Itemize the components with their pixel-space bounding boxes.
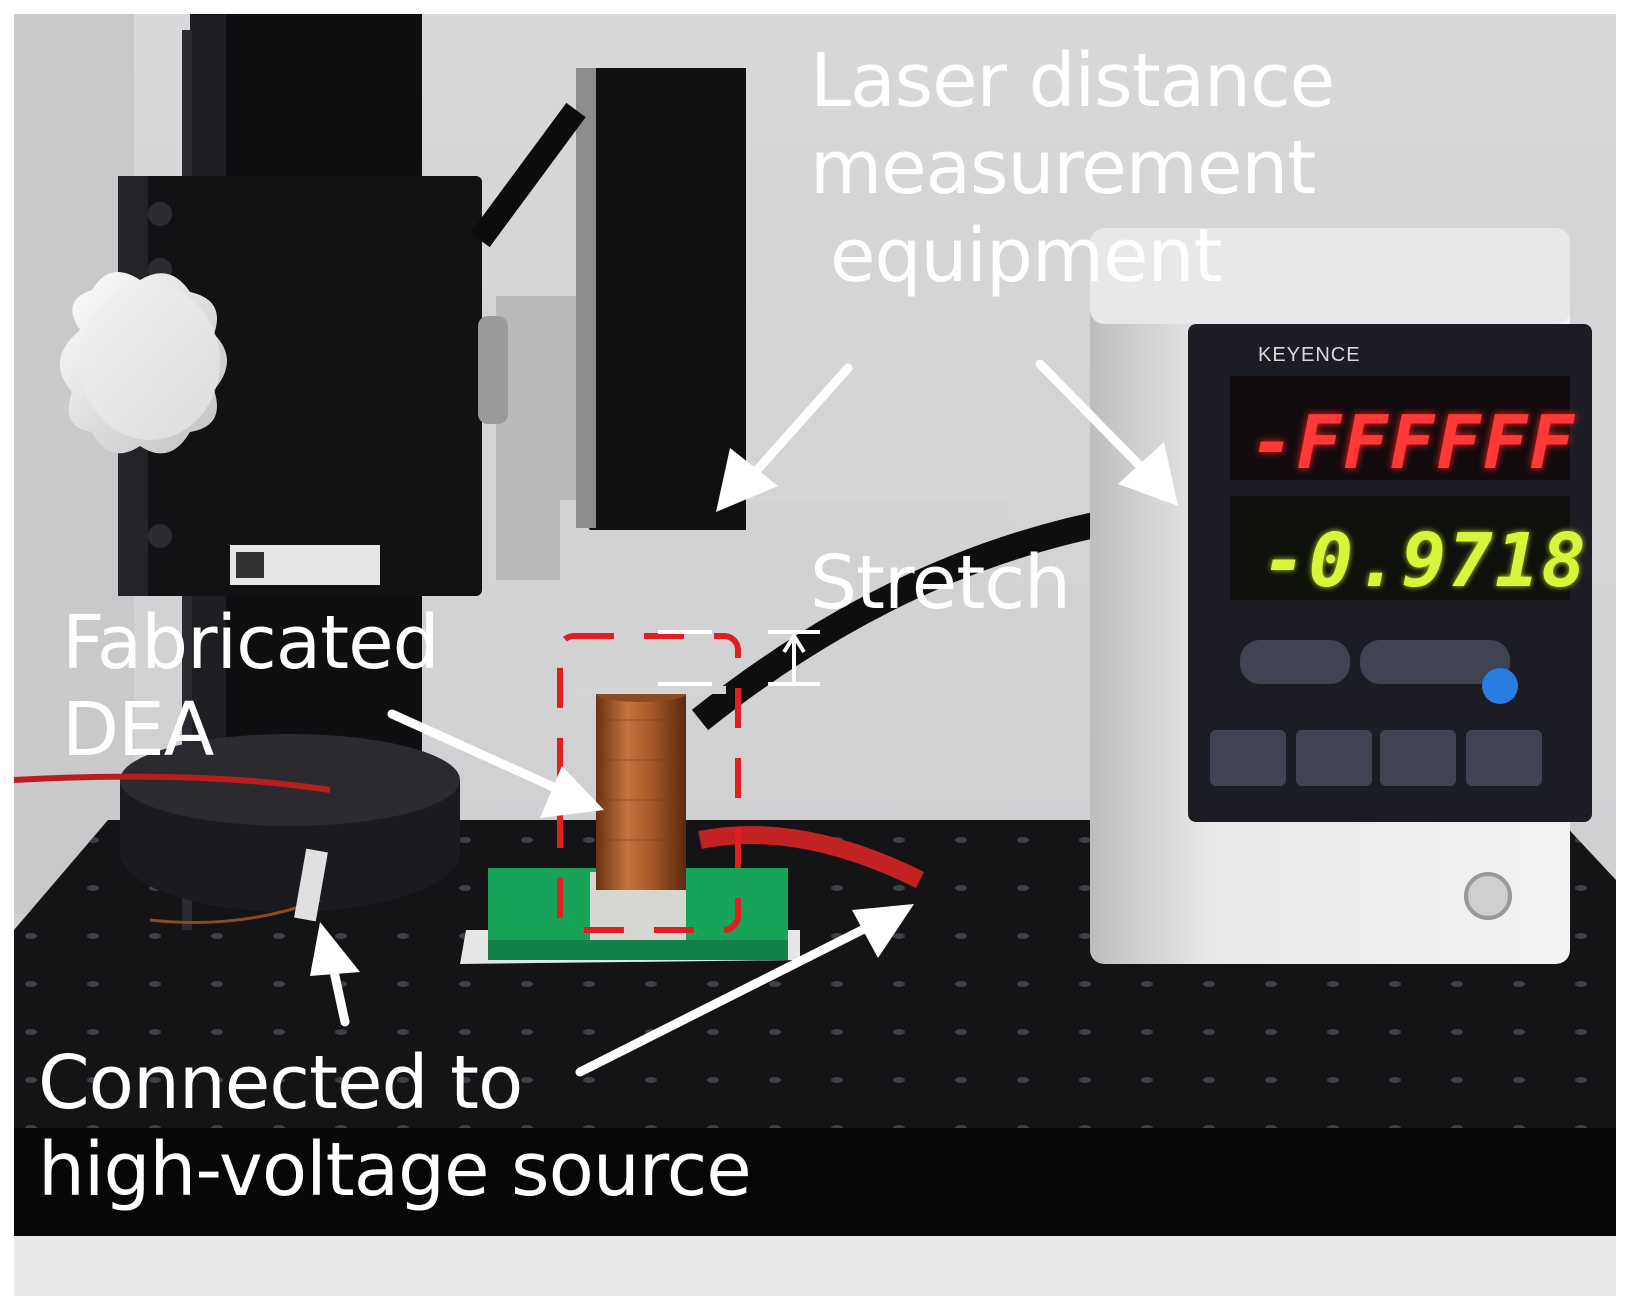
controller-brand: KEYENCE <box>1258 344 1361 366</box>
readout-bottom: -0.9718 <box>1262 518 1588 604</box>
laser-sensor-head <box>576 68 746 530</box>
label-dea-line-2: DEA <box>62 687 214 774</box>
dea-highlight-box <box>557 633 741 933</box>
label-laser-line-3: equipment <box>830 212 1222 299</box>
label-fabricated-dea: Fabricated DEA <box>62 600 440 775</box>
label-hv-line-1: Connected to <box>38 1040 523 1126</box>
stretch-indicator <box>658 630 820 686</box>
label-laser-equipment: Laser distance measurement equipment <box>810 38 1335 300</box>
readout-top: -FFFFFF <box>1250 400 1576 486</box>
label-stretch: Stretch <box>810 540 1071 626</box>
label-laser-line-2: measurement <box>810 125 1316 212</box>
dea-cylinder <box>596 694 686 890</box>
annotation-arrows <box>310 359 1178 1077</box>
label-laser-line-1: Laser distance <box>810 38 1335 124</box>
label-high-voltage: Connected to high-voltage source <box>38 1040 752 1215</box>
label-dea-line-1: Fabricated <box>62 600 440 686</box>
label-hv-line-2: high-voltage source <box>38 1127 752 1214</box>
stand-clamp <box>118 176 482 596</box>
